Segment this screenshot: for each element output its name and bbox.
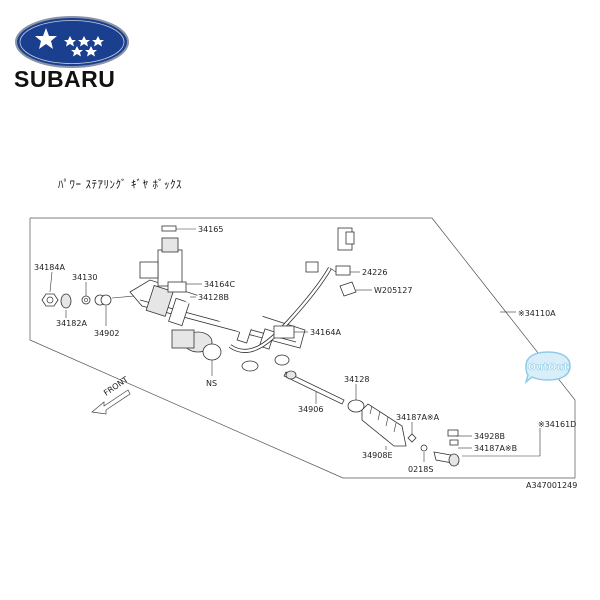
label-24226: 24226 — [362, 268, 387, 277]
label-34130: 34130 — [72, 273, 97, 282]
subaru-pleiades-logo-icon — [15, 16, 129, 68]
diagram-title: ﾊﾟﾜｰ ｽﾃｱﾘﾝｸﾞ ｷﾞﾔ ﾎﾞｯｸｽ — [58, 178, 182, 191]
part-34164A — [273, 325, 295, 339]
label-34908E: 34908E — [362, 451, 393, 460]
label-NS: NS — [206, 379, 217, 388]
part-34165 — [161, 225, 177, 232]
diagram-frame — [29, 217, 576, 479]
watermark-icon: OutOut — [524, 351, 571, 385]
part-34161D-tie-rod-end — [433, 429, 460, 467]
part-34184A — [41, 293, 59, 307]
part-24226 — [305, 227, 355, 276]
label-34165: 34165 — [198, 225, 223, 234]
part-W205127 — [339, 281, 357, 297]
part-34130 — [81, 295, 91, 305]
label-0218S: 0218S — [408, 465, 433, 474]
front-arrow-icon — [91, 389, 131, 415]
label-34187A-B: 34187A※B — [474, 444, 517, 453]
part-34906-tie-rod — [283, 370, 345, 405]
part-34182A — [60, 293, 72, 309]
part-0218S — [420, 444, 428, 452]
label-34161D: ※34161D — [538, 420, 576, 429]
watermark-text: OutOut — [528, 362, 569, 373]
subaru-logo — [10, 14, 140, 94]
label-34182A: 34182A — [56, 319, 87, 328]
label-34164C: 34164C — [204, 280, 235, 289]
label-W205127: W205127 — [374, 286, 412, 295]
diagram-ref-code: A347001249 — [526, 481, 577, 490]
label-34906: 34906 — [298, 405, 323, 414]
label-34184A: 34184A — [34, 263, 65, 272]
label-34128: 34128 — [344, 375, 369, 384]
brand-wordmark: SUBARU — [14, 66, 116, 92]
label-34187A-A: 34187A※A — [396, 413, 440, 422]
part-34902 — [94, 294, 112, 306]
label-34110A: ※34110A — [518, 309, 556, 318]
label-34164A: 34164A — [310, 328, 341, 337]
leader-lines — [49, 228, 541, 462]
pressure-pipe — [185, 234, 344, 353]
label-34902: 34902 — [94, 329, 119, 338]
watermark-badge: OutOut — [522, 348, 574, 386]
label-34128B: 34128B — [198, 293, 229, 302]
part-34187A-A — [407, 433, 417, 443]
part-34908E-boot — [361, 403, 407, 447]
valve-body — [139, 237, 187, 293]
label-34928B: 34928B — [474, 432, 505, 441]
